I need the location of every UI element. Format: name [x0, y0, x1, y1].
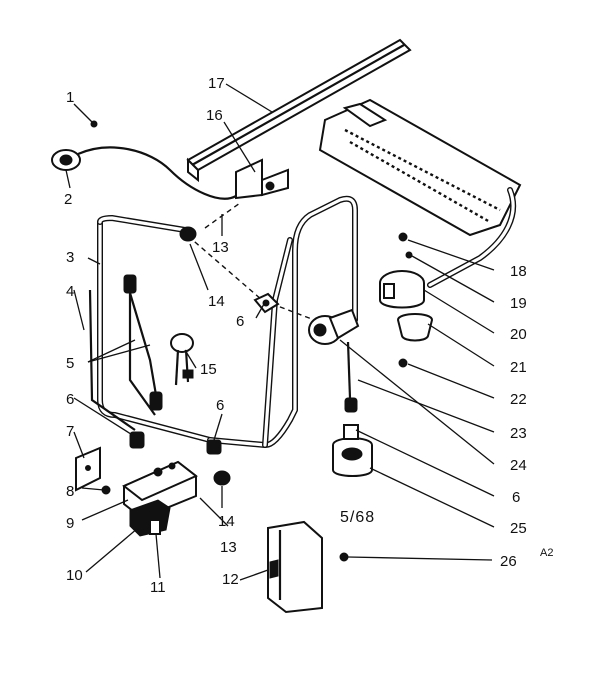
callout-6-right: 6	[512, 489, 520, 506]
part-25-valve	[332, 424, 373, 477]
part-5-leads	[123, 274, 163, 411]
callout-21: 21	[510, 359, 527, 376]
callout-6-middle: 6	[216, 397, 224, 414]
callout-1: 1	[66, 89, 74, 106]
part-2-sensor	[51, 120, 237, 200]
callout-2: 2	[64, 191, 72, 208]
callout-26: 26	[500, 553, 517, 570]
corner-tag: A2	[540, 547, 553, 559]
callout-13-lower: 13	[220, 539, 237, 556]
callout-4: 4	[66, 283, 74, 300]
callout-6-upper: 6	[236, 313, 244, 330]
callout-17: 17	[208, 75, 225, 92]
leader-lines	[65, 83, 495, 581]
callout-15: 15	[200, 361, 217, 378]
part-7-plate	[75, 446, 101, 492]
callout-25: 25	[510, 520, 527, 537]
callout-10: 10	[66, 567, 83, 584]
part-17-rail	[186, 38, 412, 183]
callout-12: 12	[222, 571, 239, 588]
part-23-valve	[308, 308, 360, 399]
callout-19: 19	[510, 295, 527, 312]
part-12-bracket	[267, 520, 349, 614]
diagram-caption: 5/68	[340, 509, 375, 526]
part-16-bracket	[235, 158, 289, 200]
callout-23: 23	[510, 425, 527, 442]
callout-7: 7	[66, 423, 74, 440]
callout-18: 18	[510, 263, 527, 280]
burner-assembly	[318, 98, 522, 368]
part-10-11-valve-body	[129, 499, 171, 537]
callout-5: 5	[66, 355, 74, 372]
callout-14-lower: 14	[218, 513, 235, 530]
callout-6: 6	[66, 391, 74, 408]
part-14-grommet	[179, 226, 231, 486]
callout-14: 14	[208, 293, 225, 310]
callout-3: 3	[66, 249, 74, 266]
callout-labels: 1 2 3 4 5 6 7 8 9 10 11 12 13 14 15 16 1…	[64, 75, 553, 596]
callout-16: 16	[206, 107, 223, 124]
part-15-pilot	[170, 333, 194, 386]
callout-13: 13	[212, 239, 229, 256]
callout-24: 24	[510, 457, 527, 474]
callout-11: 11	[150, 579, 166, 596]
part-9-control	[101, 460, 198, 520]
callout-22: 22	[510, 391, 527, 408]
callout-8: 8	[66, 483, 74, 500]
callout-9: 9	[66, 515, 74, 532]
callout-20: 20	[510, 326, 527, 343]
